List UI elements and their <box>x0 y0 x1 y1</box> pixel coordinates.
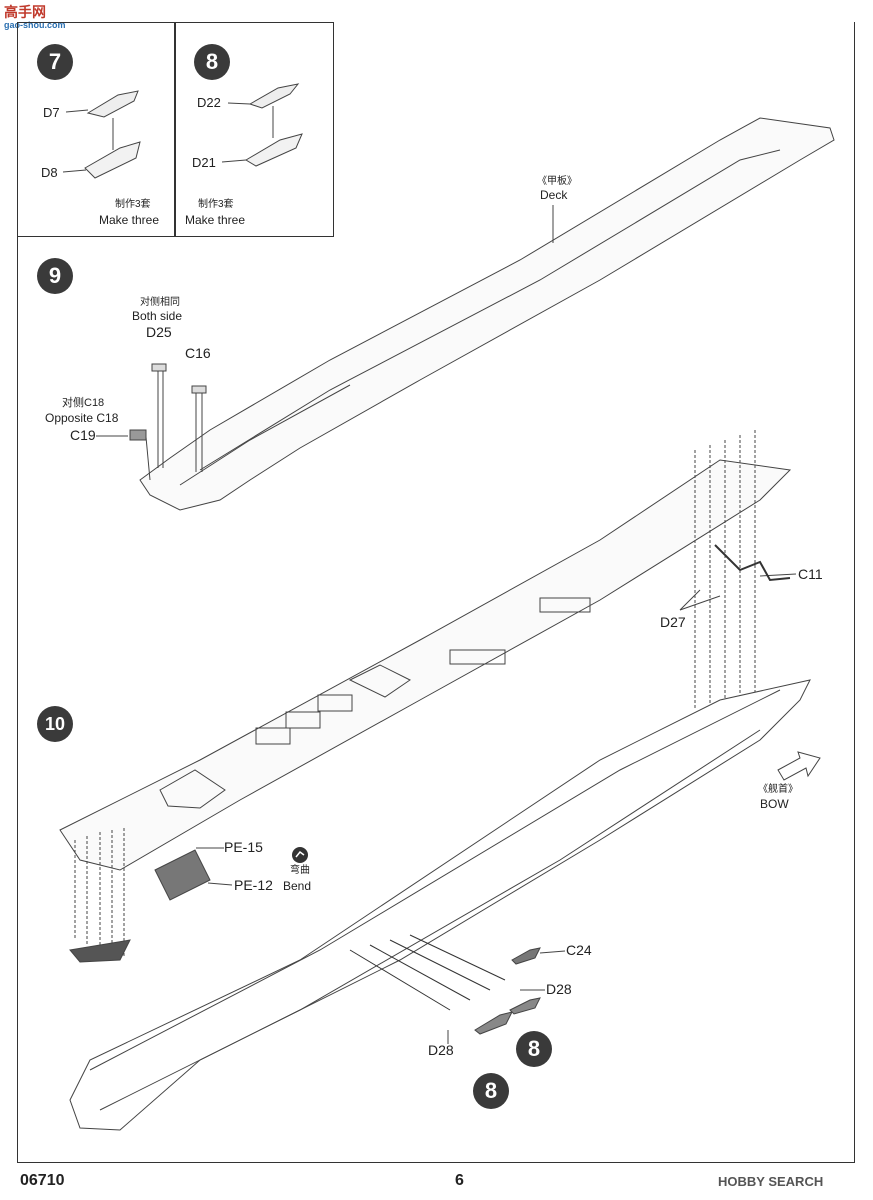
step8-frame <box>174 22 334 237</box>
bend-zh: 弯曲 <box>290 865 310 876</box>
label-d8: D8 <box>41 165 58 180</box>
product-code: 06710 <box>20 1172 65 1189</box>
ref-step-8-badge: 8 <box>516 1031 552 1067</box>
label-pe15: PE-15 <box>224 839 263 855</box>
deck-en: Deck <box>540 188 568 202</box>
label-c16: C16 <box>185 345 211 361</box>
opposite-c18-en: Opposite C18 <box>45 411 119 425</box>
make-three-zh-8: 制作3套 <box>198 199 234 210</box>
bow-zh: 《舰首》 <box>758 784 798 795</box>
deck-zh: 《甲板》 <box>537 176 577 187</box>
label-c19: C19 <box>70 427 96 443</box>
label-d25: D25 <box>146 324 172 340</box>
bend-en: Bend <box>283 879 312 893</box>
make-three-en-8: Make three <box>185 213 246 227</box>
step-7-badge: 7 <box>37 44 73 80</box>
label-d27: D27 <box>660 614 686 630</box>
ref-step-8-badge-2: 8 <box>473 1073 509 1109</box>
step-8-badge: 8 <box>194 44 230 80</box>
watermark-url: gao-shou.com <box>4 20 66 30</box>
bow-en: BOW <box>760 797 789 811</box>
both-side-en: Both side <box>132 309 183 323</box>
hobby-search-watermark: HOBBY SEARCH <box>718 1174 824 1189</box>
label-d28-right: D28 <box>546 981 572 997</box>
label-d22: D22 <box>197 95 221 110</box>
label-c24: C24 <box>566 942 592 958</box>
both-side-zh: 对侧相同 <box>140 297 180 308</box>
opposite-c18-zh: 对侧C18 <box>62 397 105 409</box>
make-three-en-7: Make three <box>99 213 160 227</box>
label-d28-left: D28 <box>428 1042 454 1058</box>
label-c11: C11 <box>798 566 823 582</box>
main-frame <box>17 22 855 1163</box>
label-d21: D21 <box>192 155 216 170</box>
watermark-logo: 高手网 <box>4 4 46 20</box>
make-three-zh-7: 制作3套 <box>115 199 151 210</box>
step-9-badge: 9 <box>37 258 73 294</box>
page-number: 6 <box>455 1172 464 1189</box>
step-10-badge: 10 <box>37 706 73 742</box>
label-d7: D7 <box>43 105 60 120</box>
label-pe12: PE-12 <box>234 877 273 893</box>
